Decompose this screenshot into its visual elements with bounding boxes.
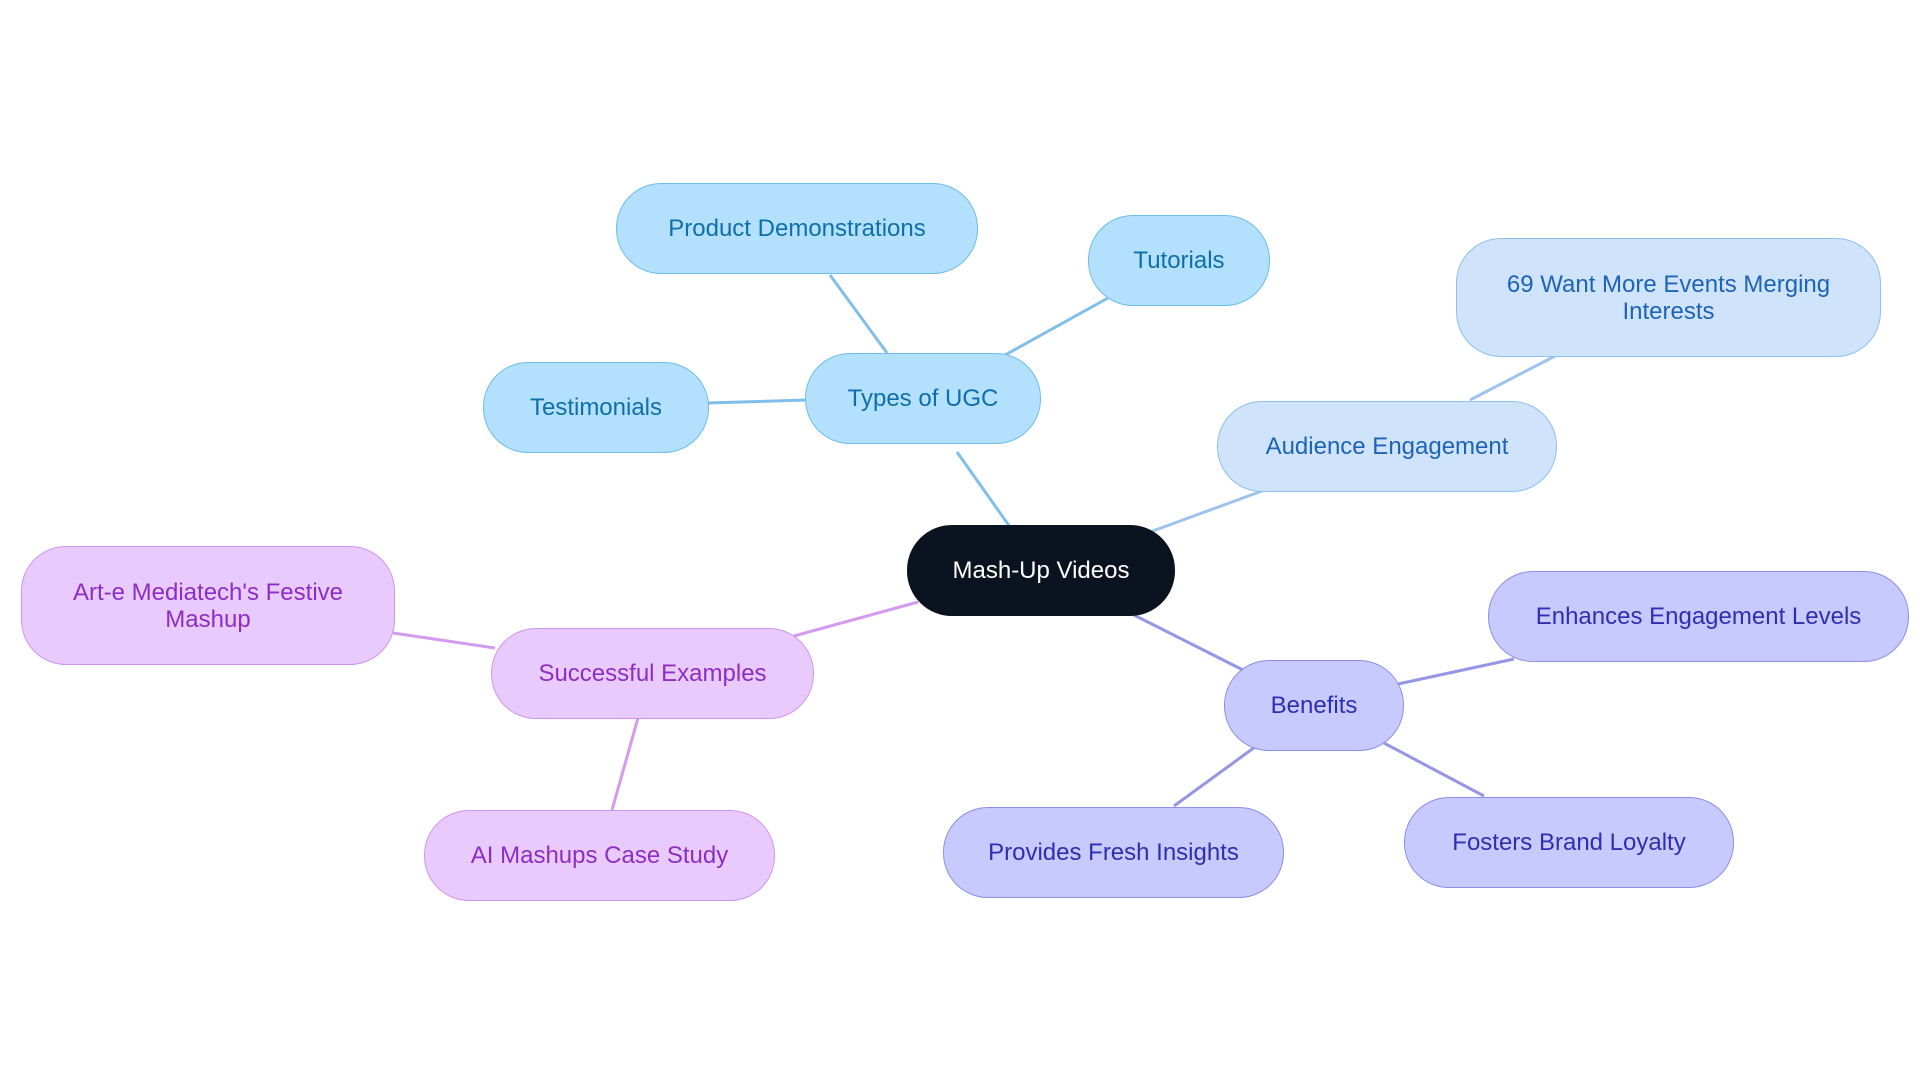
link-root-types-of-ugc (955, 451, 1012, 528)
branch-node-benefits[interactable]: Benefits (1224, 660, 1404, 751)
link-examples-arte (392, 631, 496, 650)
branch-node-audience-engagement[interactable]: Audience Engagement (1217, 401, 1557, 492)
leaf-node-enhances-engagement-levels[interactable]: Enhances Engagement Levels (1488, 571, 1909, 662)
leaf-node-product-demonstrations[interactable]: Product Demonstrations (616, 183, 978, 274)
link-root-audience-engagement (1149, 489, 1263, 534)
leaf-node-fosters-brand-loyalty[interactable]: Fosters Brand Loyalty (1404, 797, 1734, 888)
leaf-node-provides-fresh-insights[interactable]: Provides Fresh Insights (943, 807, 1284, 898)
leaf-node-ai-mashups-case-study[interactable]: AI Mashups Case Study (424, 810, 775, 901)
link-types-tutorials (1004, 296, 1109, 357)
link-audience-69-want-more (1469, 353, 1558, 402)
link-types-testimonials (706, 398, 808, 405)
leaf-node-tutorials[interactable]: Tutorials (1088, 215, 1270, 306)
branch-node-successful-examples[interactable]: Successful Examples (491, 628, 814, 719)
link-examples-ai-mashups (610, 717, 640, 811)
link-root-benefits (1129, 611, 1244, 672)
link-types-product-demonstrations (828, 274, 889, 354)
link-root-successful-examples (793, 600, 919, 638)
leaf-node-arte-mediatech-festive-mashup[interactable]: Art-e Mediatech's Festive Mashup (21, 546, 395, 665)
leaf-node-69-want-more-events[interactable]: 69 Want More Events Merging Interests (1456, 238, 1881, 357)
link-benefits-enhances (1397, 657, 1515, 686)
root-node-mash-up-videos[interactable]: Mash-Up Videos (907, 525, 1175, 616)
leaf-node-testimonials[interactable]: Testimonials (483, 362, 709, 453)
link-benefits-provides (1173, 745, 1256, 808)
branch-node-types-of-ugc[interactable]: Types of UGC (805, 353, 1041, 444)
link-benefits-fosters (1381, 740, 1485, 798)
